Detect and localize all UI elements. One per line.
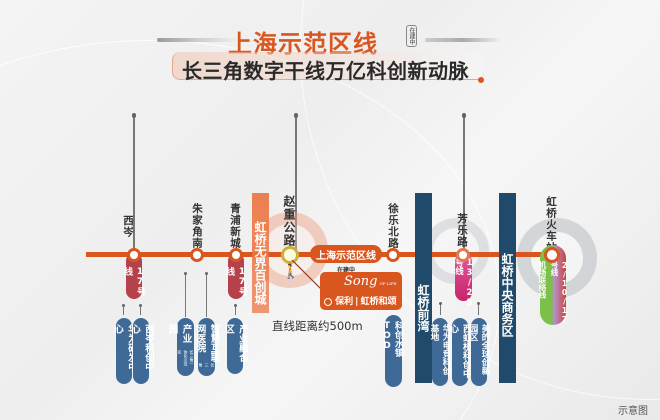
schematic-label: 示意图 bbox=[618, 406, 648, 417]
station-node-zhujiajiao-nan[interactable] bbox=[190, 248, 204, 262]
project-name: 虹桥和颂 bbox=[360, 297, 397, 307]
poi-west-hongqiao-innovation-center[interactable]: 西虹桥科创中心 bbox=[448, 318, 471, 386]
subtitle-box bbox=[172, 52, 484, 80]
poi-stem bbox=[139, 304, 142, 315]
brand-mark-icon bbox=[324, 297, 332, 306]
zone-hongqiao-cbd: 虹桥中央商务区 bbox=[499, 193, 516, 383]
brand-name: 保利 bbox=[335, 297, 354, 307]
subtitle: 长三角数字干线万亿科创新动脉 bbox=[182, 59, 469, 83]
station-name-hongqiao-railway: 虹桥火车站 bbox=[545, 196, 557, 254]
line13-25-tag-fangle: 13/25号线 bbox=[454, 253, 475, 308]
line17-tag-xicen: 17号线 bbox=[122, 253, 145, 299]
project-name-row: 保利|虹桥和颂 bbox=[324, 294, 396, 307]
zone-hongqiao-qianwan: 虹桥前湾 bbox=[415, 193, 432, 383]
subtitle-end-dot bbox=[478, 77, 484, 83]
guide-line bbox=[461, 113, 466, 255]
distance-note: 直线距离约500m bbox=[272, 319, 363, 333]
station-node-zhaozhong-gonglu[interactable] bbox=[281, 246, 299, 264]
poi-stem bbox=[184, 272, 187, 317]
station-node-qingpu-xincheng[interactable] bbox=[229, 248, 243, 262]
poi-stem bbox=[477, 302, 480, 315]
station-name-qingpu-xincheng: 青浦新城 bbox=[229, 203, 241, 249]
station-node-xule-beilu[interactable] bbox=[386, 248, 400, 262]
station-name-zhaozhong-gonglu: 赵重公路 bbox=[282, 195, 296, 247]
guide-line bbox=[131, 113, 136, 255]
title-status-tag: 在建中 bbox=[406, 25, 417, 47]
poi-stem bbox=[439, 302, 442, 315]
line-tag-airport-link: 机场联络线 bbox=[538, 261, 547, 299]
poi-finance-park[interactable]: 金融产业园 长三角一体化示范区 bbox=[167, 318, 206, 376]
poi-xicen-innovation-center[interactable]: 西岑科创中心 bbox=[129, 318, 154, 384]
line17-tag-qingpu: 17号线 bbox=[224, 253, 247, 299]
station-name-xicen: 西岑 bbox=[122, 215, 134, 238]
station-name-zhujiajiao-nan: 朱家角南 bbox=[191, 203, 203, 249]
multi-line-tag-hongqiao: 2/10/17号线 机场联络线 bbox=[538, 245, 569, 325]
connector-line bbox=[291, 259, 323, 291]
poi-midea-global-innovation-park[interactable]: 美的全球创新园区 bbox=[468, 318, 490, 386]
train-left-decoration bbox=[157, 38, 237, 42]
poi-stem bbox=[234, 304, 237, 315]
line-tag-2-10-17: 2/10/17号线 bbox=[550, 261, 569, 324]
poi-stem bbox=[205, 272, 208, 317]
poi-huawei-rd-center[interactable]: 华为研发中心 bbox=[112, 318, 137, 384]
poi-stem bbox=[122, 304, 125, 315]
poi-smart-internet-hospital[interactable]: 智慧互联网医院 长三角 bbox=[195, 318, 220, 376]
station-node-xicen[interactable] bbox=[127, 248, 141, 262]
line-label-pill: 上海示范区线 bbox=[310, 245, 382, 263]
poi-huawei-esports-base[interactable]: 华为电竞科创基地 bbox=[429, 318, 451, 386]
zone-hongqiao-wujie: 虹桥无界百创城 bbox=[252, 193, 269, 313]
poi-innovation-water-town-tod[interactable]: 科创水镇TOD bbox=[382, 315, 403, 387]
station-name-xule-beilu: 徐乐北路 bbox=[387, 203, 399, 249]
guide-line bbox=[293, 113, 298, 255]
line-label-status: 在建中 bbox=[337, 267, 356, 274]
station-node-fangle-lu[interactable] bbox=[456, 248, 470, 262]
station-node-hongqiao-railway[interactable] bbox=[544, 247, 560, 263]
poi-industry-fusion-zone[interactable]: 产业融合区 bbox=[223, 318, 248, 374]
train-right-decoration bbox=[425, 38, 500, 42]
station-name-fangle-lu: 芳乐路 bbox=[456, 213, 468, 248]
walking-person-icon: 🚶 bbox=[282, 264, 300, 280]
